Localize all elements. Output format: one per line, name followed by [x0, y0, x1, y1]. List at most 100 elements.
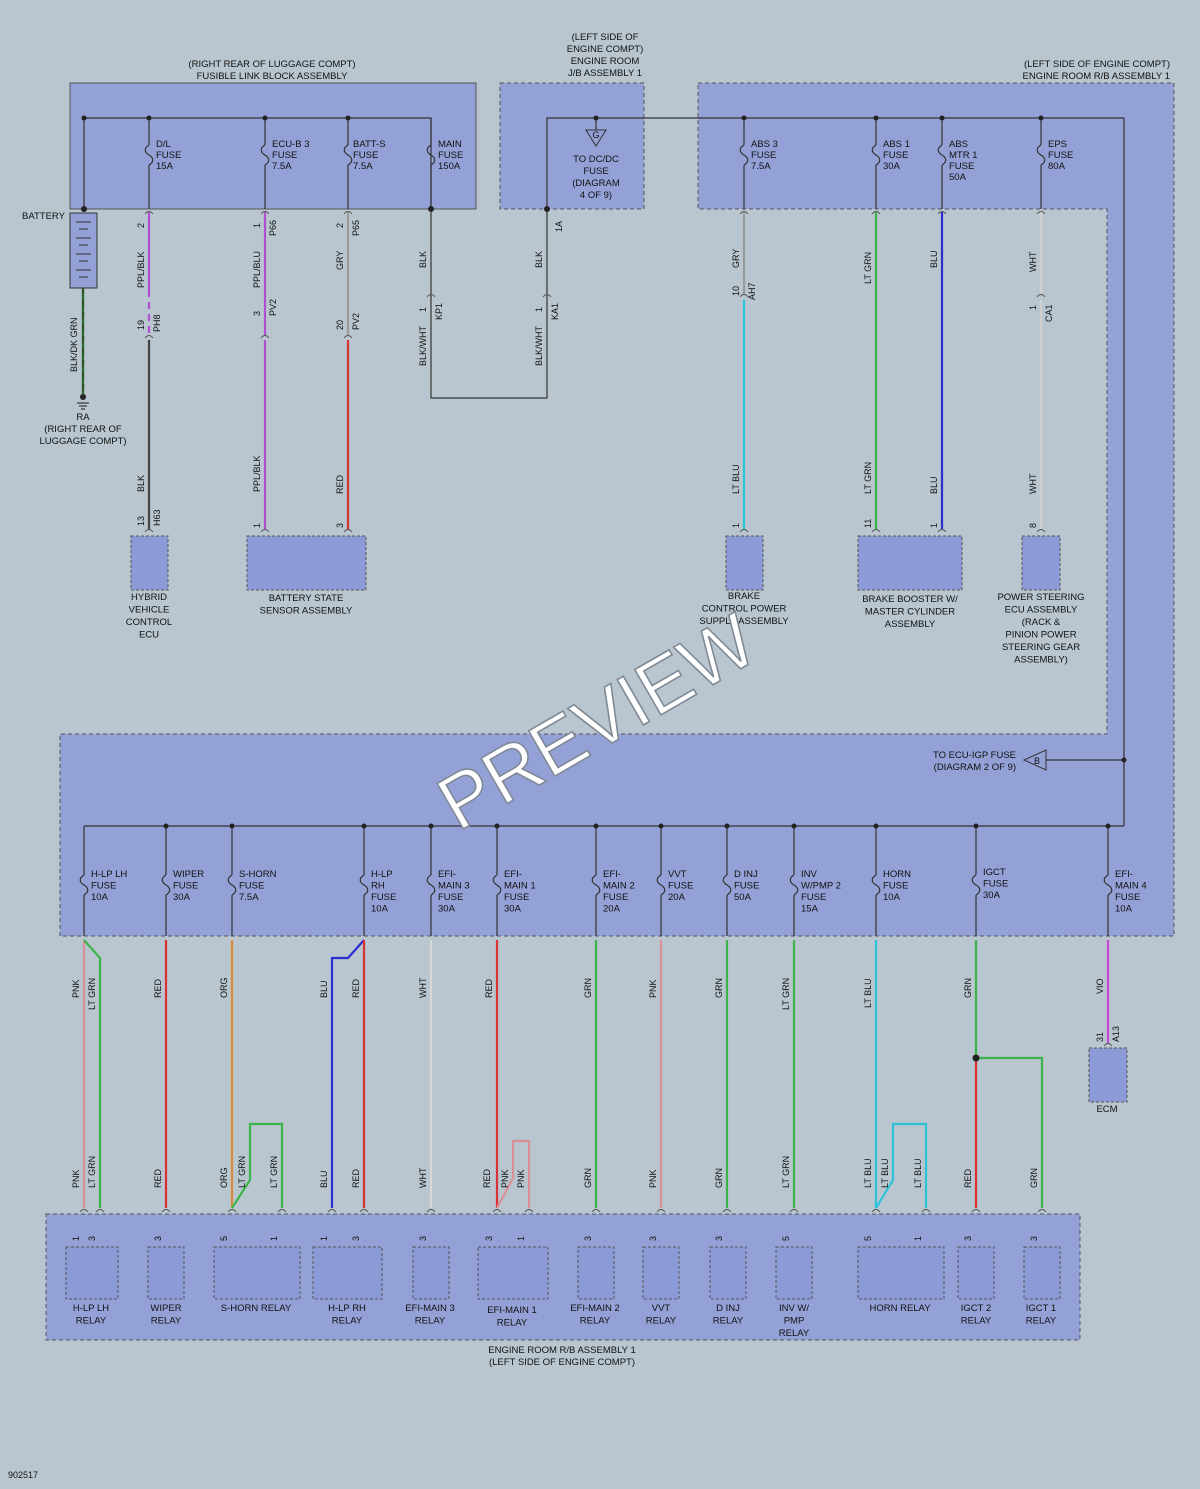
w-hlplh-b: LT GRN [87, 978, 97, 1010]
dl-pin-bot: 13 [136, 516, 146, 526]
relay-connector-symbols [79, 1209, 1047, 1213]
relay-hlprh-box [312, 1246, 383, 1300]
hybrid-vehicle-ecu-box [130, 535, 169, 591]
abs1-wire-bot: LT GRN [863, 462, 873, 494]
absmtr-pin-bot: 1 [929, 523, 939, 528]
w-igct: GRN [963, 978, 973, 998]
absmtr-wire-top: BLU [929, 250, 939, 268]
ecm-conn: A13 [1111, 1026, 1121, 1042]
battery-label: BATTERY [22, 211, 66, 222]
jb-caption-2: ENGINE COMPT) [567, 44, 644, 55]
rp-igct2: 3 [963, 1236, 973, 1241]
rw-igct2: RED [963, 1168, 973, 1188]
w-inv: LT GRN [781, 978, 791, 1010]
ground-id: RA [76, 412, 90, 423]
rp-efi1-a: 3 [484, 1236, 494, 1241]
batts-conn-top: P65 [351, 220, 361, 236]
brake-booster-box [857, 535, 963, 591]
battery-wire-label: BLK/DK GRN [69, 317, 79, 372]
bottom-colored-wires [82, 939, 1110, 1209]
relay-efimain2-box [577, 1246, 615, 1300]
w-efi1: RED [484, 978, 494, 998]
rw-igct1: GRN [1029, 1168, 1039, 1188]
relay-dinj-box [709, 1246, 747, 1300]
w-hlplh-a: PNK [71, 979, 81, 998]
rp-shorn-a: 5 [219, 1236, 229, 1241]
dl-pin-mid: 19 [136, 320, 146, 330]
jb-wire-top: BLK [534, 251, 544, 268]
top-connector-symbols [144, 211, 1046, 533]
rw-shorn-b: LT GRN [237, 1156, 247, 1188]
rp-igct1: 3 [1029, 1236, 1039, 1241]
rp-dinj: 3 [714, 1236, 724, 1241]
battery-cell-lines [76, 221, 91, 278]
batts-pin-top: 2 [335, 223, 345, 228]
jb-caption-1: (LEFT SIDE OF [572, 32, 639, 43]
rp-horn-b: 1 [913, 1236, 923, 1241]
w-vvt: PNK [648, 979, 658, 998]
jb-conn: KA1 [550, 303, 560, 320]
ecm-name: ECM [1096, 1104, 1117, 1115]
rw-dinj: GRN [714, 1168, 724, 1188]
rw-hlprh-b: RED [351, 1168, 361, 1188]
rp-hlplh-b: 3 [87, 1236, 97, 1241]
rb-top-caption-2: ENGINE ROOM R/B ASSEMBLY 1 [1023, 71, 1170, 82]
ecub-wire-bot: PPL/BLK [252, 455, 262, 492]
eps-wire-bot: WHT [1028, 473, 1038, 494]
ecuigp-ref-letter: B [1034, 756, 1040, 766]
rw-hlplh-b: LT GRN [87, 1156, 97, 1188]
top-fuse-symbols [144, 144, 1046, 166]
jb-caption-3: ENGINE ROOM [571, 56, 640, 67]
fusible-block-caption-1: (RIGHT REAR OF LUGGAGE COMPT) [188, 59, 355, 70]
rw-shorn-a: ORG [219, 1167, 229, 1188]
abs3-pin-bot: 1 [731, 523, 741, 528]
w-wiper: RED [153, 978, 163, 998]
dcdc-ref-letter: G [592, 130, 599, 140]
brake-control-power-supply-box [725, 535, 764, 591]
dl-conn-bot: H63 [152, 509, 162, 526]
rw-efi1-a: RED [482, 1168, 492, 1188]
diagram-id: 902517 [8, 1470, 38, 1480]
fusible-block-caption-2: FUSIBLE LINK BLOCK ASSEMBLY [197, 71, 348, 82]
eps-pin-mid: 1 [1028, 305, 1038, 310]
rp-efi1-b: 1 [516, 1236, 526, 1241]
engine-room-jb-assembly [499, 82, 645, 210]
w-horn: LT BLU [863, 978, 873, 1008]
batts-conn: PV2 [351, 313, 361, 330]
top-colored-wires [147, 212, 1043, 530]
rb-bottom-caption-1: ENGINE ROOM R/B ASSEMBLY 1 [488, 1345, 635, 1356]
rp-vvt: 3 [648, 1236, 658, 1241]
rp-efi2: 3 [583, 1236, 593, 1241]
dl-wire-bot: BLK [136, 475, 146, 492]
ecub-pin-bot: 1 [252, 523, 262, 528]
rp-inv: 5 [781, 1236, 791, 1241]
bottom-bus-dots [163, 823, 1111, 829]
relay-invwpmp-box [775, 1246, 813, 1300]
w-dinj: GRN [714, 978, 724, 998]
igct-splice-dot [972, 1054, 980, 1062]
top-junction-dots [81, 115, 1127, 763]
main-wire-bot: BLK/WHT [418, 325, 428, 366]
dl-wire-top: PPL/BLK [136, 251, 146, 288]
rw-efi3: WHT [418, 1167, 428, 1188]
dcdc-ref-triangle-icon [585, 129, 607, 147]
abs3-wire-bot: LT BLU [731, 464, 741, 494]
rp-hlprh-a: 1 [319, 1236, 329, 1241]
